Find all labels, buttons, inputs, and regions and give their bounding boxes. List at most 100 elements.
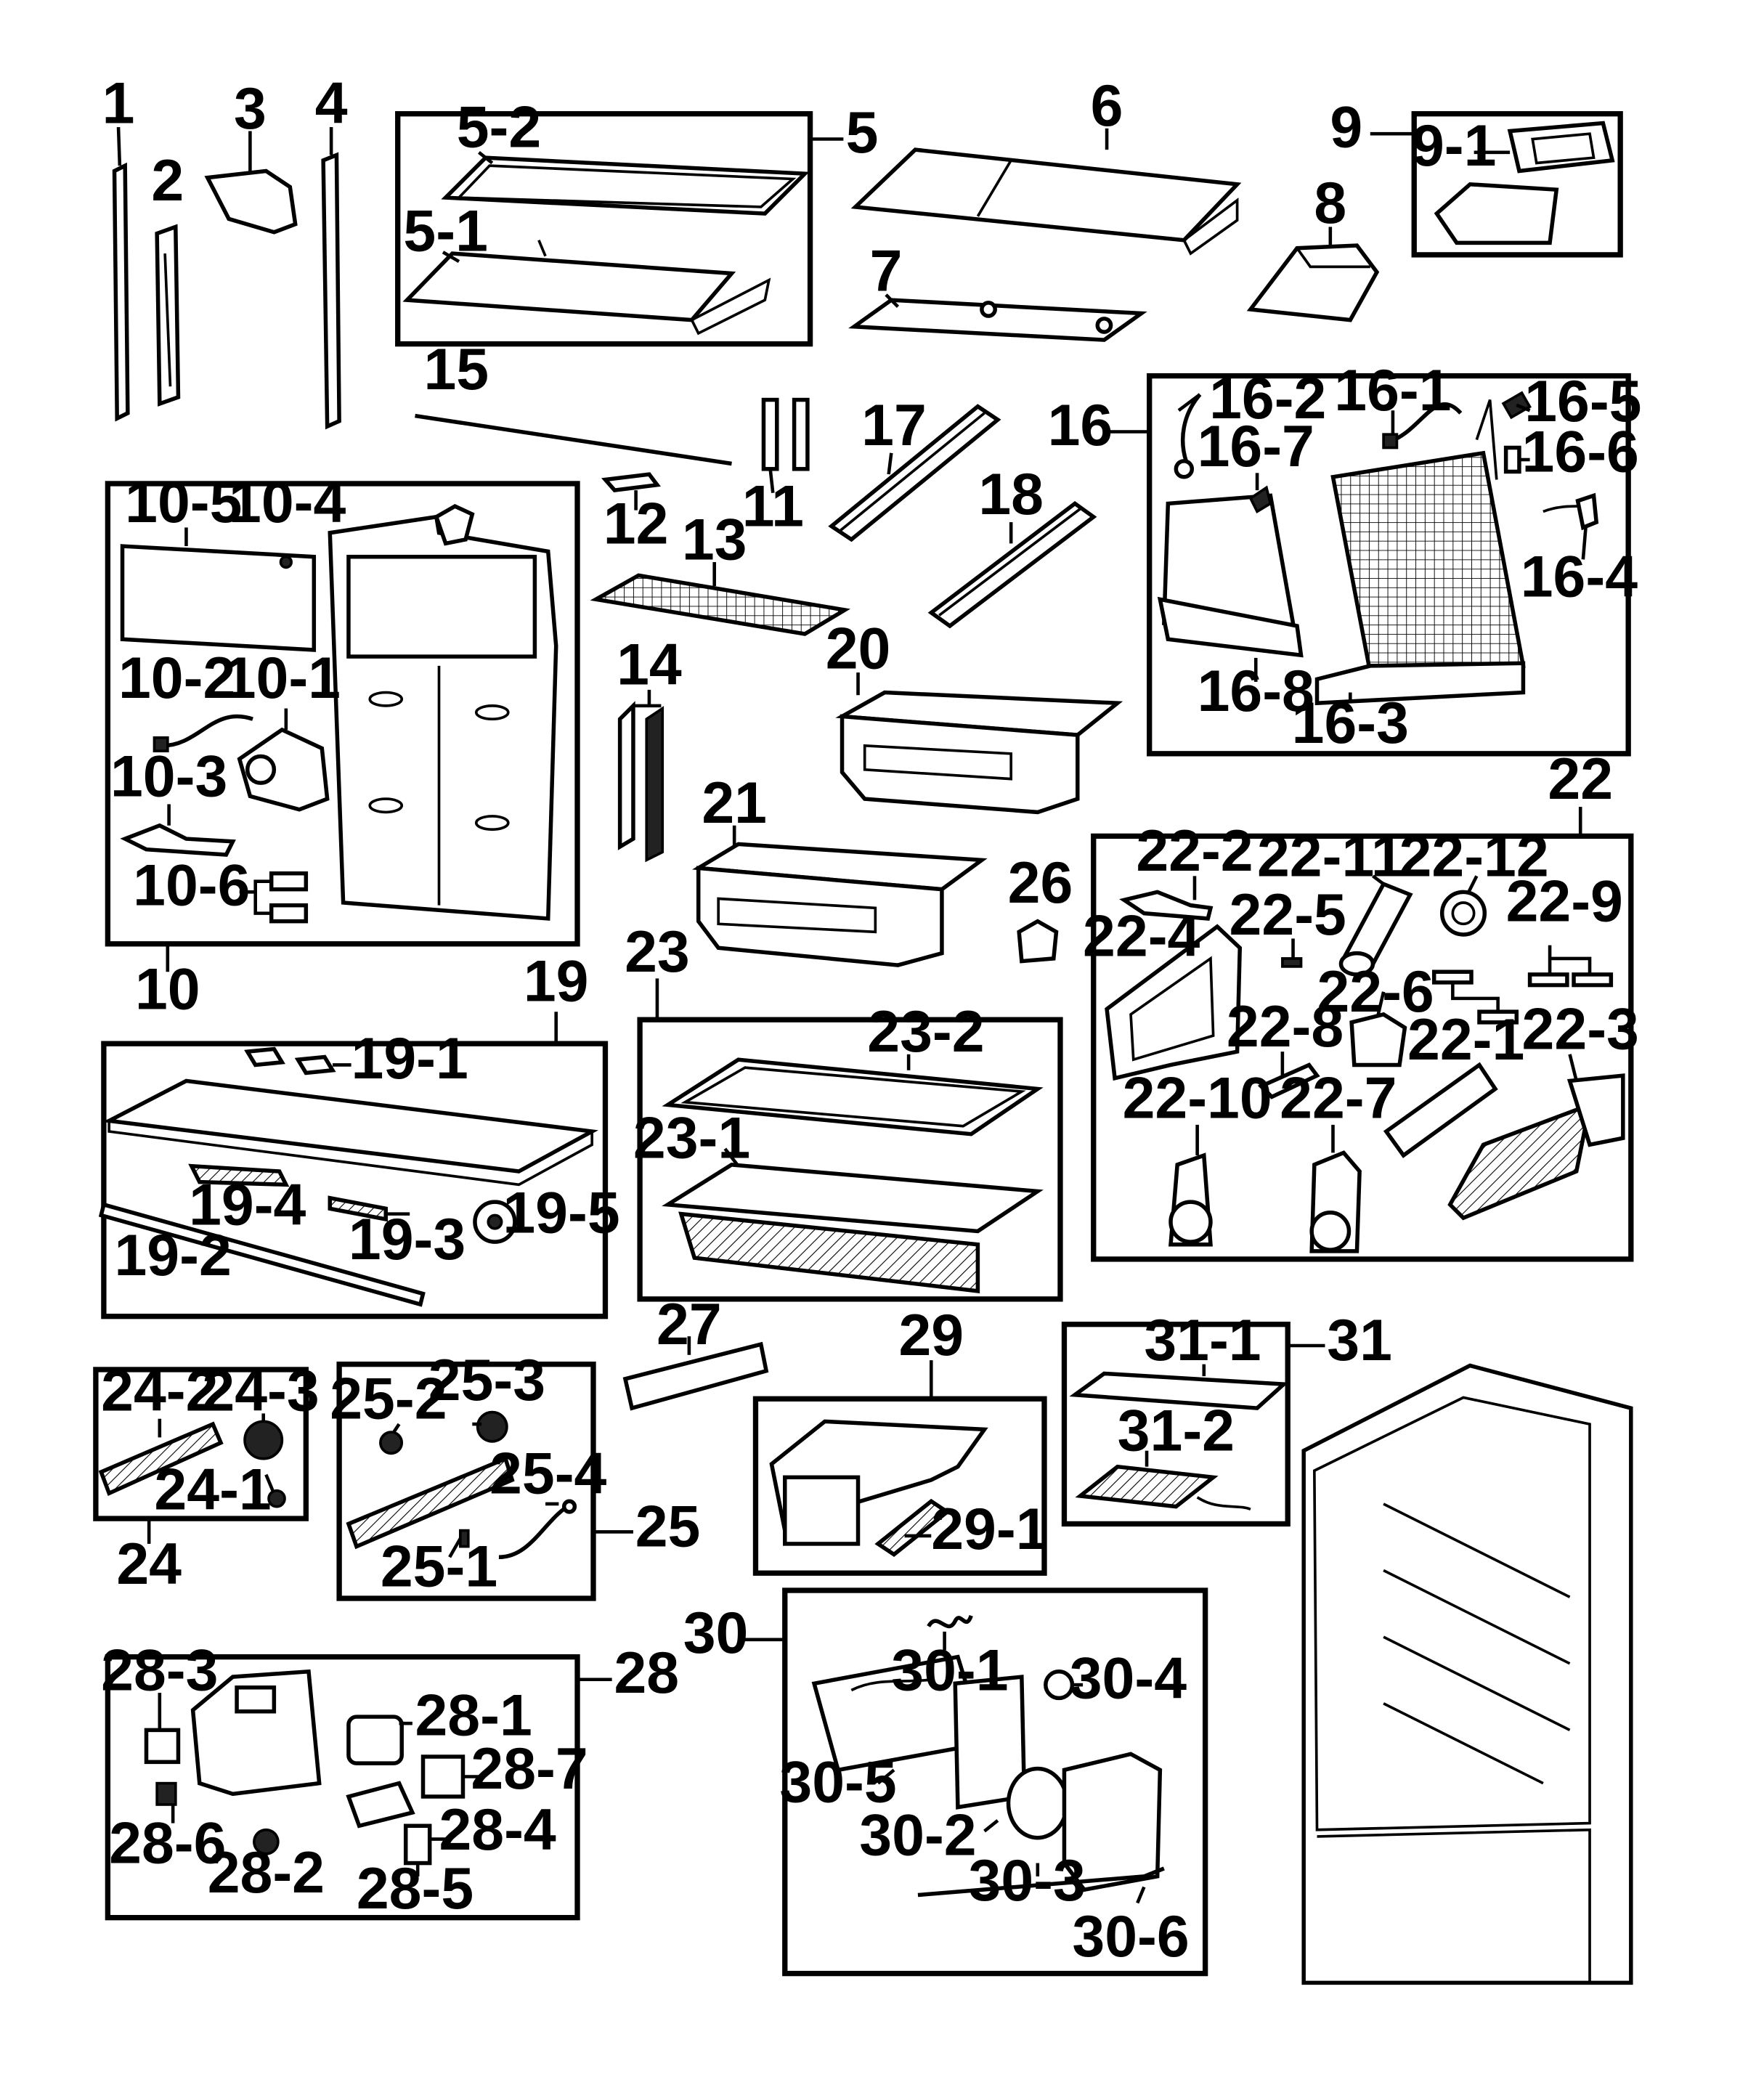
part-17-rail bbox=[828, 404, 1001, 542]
part-25-3-gear bbox=[472, 1410, 508, 1443]
label-22-7: 22-7 bbox=[1280, 1066, 1397, 1131]
part-4-trim-strip bbox=[321, 127, 341, 430]
part-22-5-pin bbox=[1281, 957, 1303, 968]
part-28-1-motor bbox=[346, 1715, 404, 1765]
part-10-4-dot bbox=[279, 555, 293, 569]
label-5: 5 bbox=[846, 100, 879, 166]
label-4: 4 bbox=[315, 71, 348, 137]
label-22-6: 22-6 bbox=[1317, 959, 1434, 1025]
label-28-5: 28-5 bbox=[357, 1856, 473, 1922]
part-13-grille bbox=[590, 562, 851, 636]
group-box-31 bbox=[1061, 1322, 1291, 1527]
label-28-6: 28-6 bbox=[109, 1811, 226, 1876]
part-22-2-wire bbox=[1119, 890, 1214, 921]
label-22-8: 22-8 bbox=[1227, 994, 1344, 1060]
part-10-5-panel bbox=[120, 527, 317, 652]
part-7-shelf-cover bbox=[848, 293, 1147, 342]
label-30-2: 30-2 bbox=[859, 1803, 976, 1868]
part-10-6-clips bbox=[239, 871, 309, 924]
part-16-4-sensor bbox=[1543, 492, 1599, 531]
part-30-3-motor bbox=[1006, 1766, 1069, 1840]
part-19-shelf bbox=[102, 1078, 598, 1187]
group-box-28 bbox=[105, 1654, 580, 1921]
part-10-3-harness bbox=[120, 804, 236, 857]
label-30-6: 30-6 bbox=[1072, 1904, 1189, 1969]
label-8: 8 bbox=[1314, 171, 1346, 236]
part-25-2-knob bbox=[379, 1431, 404, 1455]
part-23-1-tray bbox=[662, 1147, 1044, 1293]
part-22-7-bracket bbox=[1309, 1124, 1362, 1253]
label-31: 31 bbox=[1327, 1308, 1392, 1373]
part-6-shelf bbox=[850, 128, 1242, 256]
group-box-30 bbox=[782, 1587, 1208, 1977]
part-20-drawer bbox=[835, 672, 1123, 815]
label-19-5: 19-5 bbox=[503, 1180, 619, 1245]
label-10-2: 10-2 bbox=[118, 646, 235, 711]
label-28-1: 28-1 bbox=[415, 1683, 532, 1749]
part-26-block bbox=[1017, 919, 1059, 964]
label-19: 19 bbox=[524, 949, 589, 1014]
label-23: 23 bbox=[625, 919, 690, 985]
part-28-housing bbox=[190, 1669, 322, 1797]
part-12-clip bbox=[601, 472, 661, 511]
label-10-5: 10-5 bbox=[125, 470, 242, 535]
label-27: 27 bbox=[657, 1292, 722, 1357]
label-25-4: 25-4 bbox=[489, 1441, 606, 1506]
part-18-rail bbox=[927, 501, 1097, 629]
part-10-1-motor bbox=[237, 708, 330, 812]
label-28-3: 28-3 bbox=[101, 1638, 218, 1703]
label-24-2: 24-2 bbox=[101, 1359, 218, 1424]
part-10-2-wire bbox=[153, 714, 253, 752]
part-28-6-switch bbox=[155, 1781, 177, 1806]
part-9-1-case bbox=[1434, 121, 1615, 245]
part-5-2-shelf-glass bbox=[441, 155, 810, 216]
part-22-8-bracket bbox=[1257, 1062, 1320, 1099]
part-1-trim-strip bbox=[112, 126, 130, 422]
label-1: 1 bbox=[102, 71, 135, 137]
label-24-1: 24-1 bbox=[154, 1457, 271, 1522]
part-16-1-wire bbox=[1382, 402, 1463, 450]
part-2-rail bbox=[155, 224, 181, 407]
group-box-5 bbox=[395, 111, 813, 347]
part-15-rod bbox=[415, 413, 732, 466]
label-10-4: 10-4 bbox=[229, 470, 346, 535]
label-23-1: 23-1 bbox=[633, 1106, 750, 1171]
label-24: 24 bbox=[116, 1532, 182, 1597]
part-22-3-housing bbox=[1447, 1073, 1625, 1221]
group-box-19 bbox=[101, 1041, 609, 1319]
label-12: 12 bbox=[603, 491, 669, 556]
part-30-1-spring bbox=[927, 1614, 973, 1629]
part-3-cover bbox=[204, 131, 298, 235]
part-21-drawer bbox=[692, 825, 988, 967]
label-28-4: 28-4 bbox=[439, 1797, 556, 1863]
label-9-1: 9-1 bbox=[1412, 113, 1496, 179]
label-28-2: 28-2 bbox=[208, 1840, 325, 1906]
label-19-3: 19-3 bbox=[349, 1207, 466, 1272]
label-14: 14 bbox=[617, 633, 682, 698]
group-box-25 bbox=[336, 1361, 596, 1601]
part-16-7-clip bbox=[1248, 485, 1272, 514]
label-30-3: 30-3 bbox=[969, 1848, 1086, 1914]
part-27-rail bbox=[622, 1336, 769, 1411]
label-22-3: 22-3 bbox=[1522, 996, 1639, 1062]
part-31-2-heater bbox=[1075, 1464, 1251, 1511]
label-16-3: 16-3 bbox=[1292, 691, 1409, 756]
label-31-2: 31-2 bbox=[1118, 1399, 1235, 1464]
part-22-10-bracket bbox=[1168, 1124, 1213, 1247]
label-22-12: 22-12 bbox=[1399, 824, 1549, 889]
label-19-1: 19-1 bbox=[351, 1026, 468, 1091]
label-22-10: 22-10 bbox=[1123, 1066, 1272, 1131]
label-3: 3 bbox=[234, 76, 267, 142]
part-29-ice-maker bbox=[769, 1419, 988, 1546]
part-16-6-clip bbox=[1503, 445, 1521, 474]
part-22-hose bbox=[1383, 1062, 1498, 1158]
label-22-11: 22-11 bbox=[1257, 824, 1404, 889]
label-16-5: 16-5 bbox=[1524, 369, 1641, 434]
part-16-3-evaporator bbox=[1314, 399, 1526, 706]
label-26: 26 bbox=[1008, 850, 1073, 916]
label-10-3: 10-3 bbox=[110, 744, 227, 809]
group-box-23 bbox=[637, 1017, 1063, 1302]
label-20: 20 bbox=[826, 617, 891, 682]
label-5-2: 5-2 bbox=[457, 95, 541, 160]
part-30-cover bbox=[1062, 1752, 1163, 1892]
